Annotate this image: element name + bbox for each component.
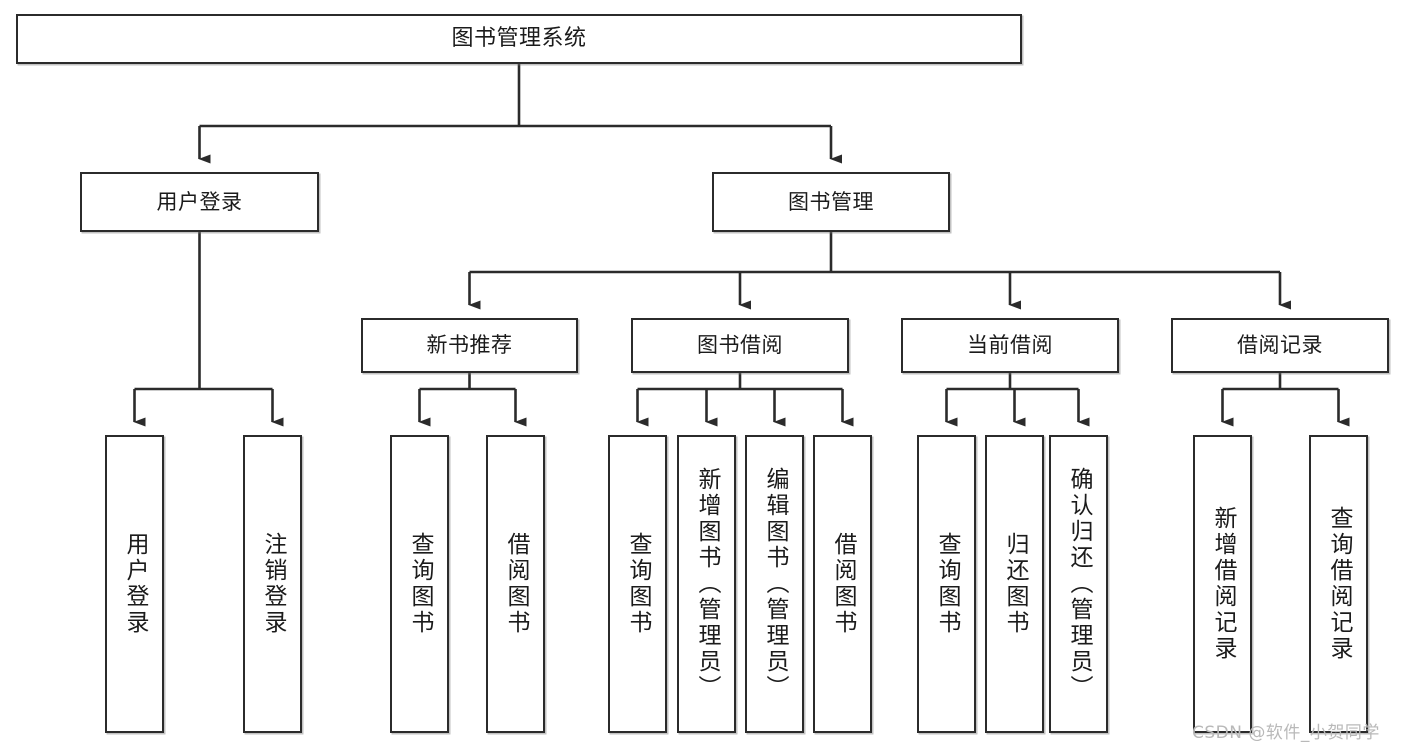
node-leaf-cur-query[interactable]: 查询图书 bbox=[917, 435, 976, 733]
node-leaf-cur-return[interactable]: 归还图书 bbox=[985, 435, 1044, 733]
node-leaf-rec-query[interactable]: 查询借阅记录 bbox=[1309, 435, 1368, 733]
csdn-watermark: CSDN @软件_小贺同学 bbox=[1192, 723, 1380, 743]
node-leaf-bor-query[interactable]: 查询图书 bbox=[608, 435, 667, 733]
node-label: 新书推荐 bbox=[426, 333, 513, 358]
node-records[interactable]: 借阅记录 bbox=[1171, 318, 1389, 373]
node-label: 新增借阅记录 bbox=[1210, 506, 1236, 662]
node-leaf-user-login[interactable]: 用户登录 bbox=[105, 435, 164, 733]
node-leaf-new-borrow[interactable]: 借阅图书 bbox=[486, 435, 545, 733]
node-leaf-user-logout[interactable]: 注销登录 bbox=[243, 435, 302, 733]
node-label: 图书借阅 bbox=[697, 333, 783, 358]
node-root[interactable]: 图书管理系统 bbox=[16, 14, 1022, 64]
node-label: 用户登录 bbox=[122, 532, 148, 636]
node-label: 借阅记录 bbox=[1237, 333, 1323, 358]
node-label: 查询图书 bbox=[407, 532, 433, 636]
node-newbook[interactable]: 新书推荐 bbox=[361, 318, 578, 373]
node-leaf-bor-edit[interactable]: 编辑图书（管理员） bbox=[745, 435, 804, 733]
node-label: 编辑图书（管理员） bbox=[762, 467, 788, 701]
node-label: 图书管理 bbox=[788, 189, 874, 214]
node-leaf-bor-lend[interactable]: 借阅图书 bbox=[813, 435, 872, 733]
node-leaf-new-query[interactable]: 查询图书 bbox=[390, 435, 449, 733]
node-bookmgmt[interactable]: 图书管理 bbox=[712, 172, 950, 232]
node-label: 注销登录 bbox=[260, 532, 286, 636]
node-label: 用户登录 bbox=[156, 189, 243, 214]
node-label: 归还图书 bbox=[1002, 532, 1028, 636]
node-label: 当前借阅 bbox=[967, 333, 1053, 358]
node-label: 借阅图书 bbox=[503, 532, 529, 636]
node-borrow[interactable]: 图书借阅 bbox=[631, 318, 849, 373]
node-label: 确认归还（管理员） bbox=[1066, 467, 1092, 701]
node-current[interactable]: 当前借阅 bbox=[901, 318, 1119, 373]
node-login[interactable]: 用户登录 bbox=[80, 172, 319, 232]
node-label: 新增图书（管理员） bbox=[694, 467, 720, 701]
node-label: 图书管理系统 bbox=[451, 26, 587, 52]
node-label: 查询图书 bbox=[625, 532, 651, 636]
node-leaf-cur-confirm[interactable]: 确认归还（管理员） bbox=[1049, 435, 1108, 733]
node-leaf-bor-add[interactable]: 新增图书（管理员） bbox=[677, 435, 736, 733]
node-label: 查询图书 bbox=[934, 532, 960, 636]
node-label: 查询借阅记录 bbox=[1326, 506, 1352, 662]
node-leaf-rec-add[interactable]: 新增借阅记录 bbox=[1193, 435, 1252, 733]
node-label: 借阅图书 bbox=[830, 532, 856, 636]
